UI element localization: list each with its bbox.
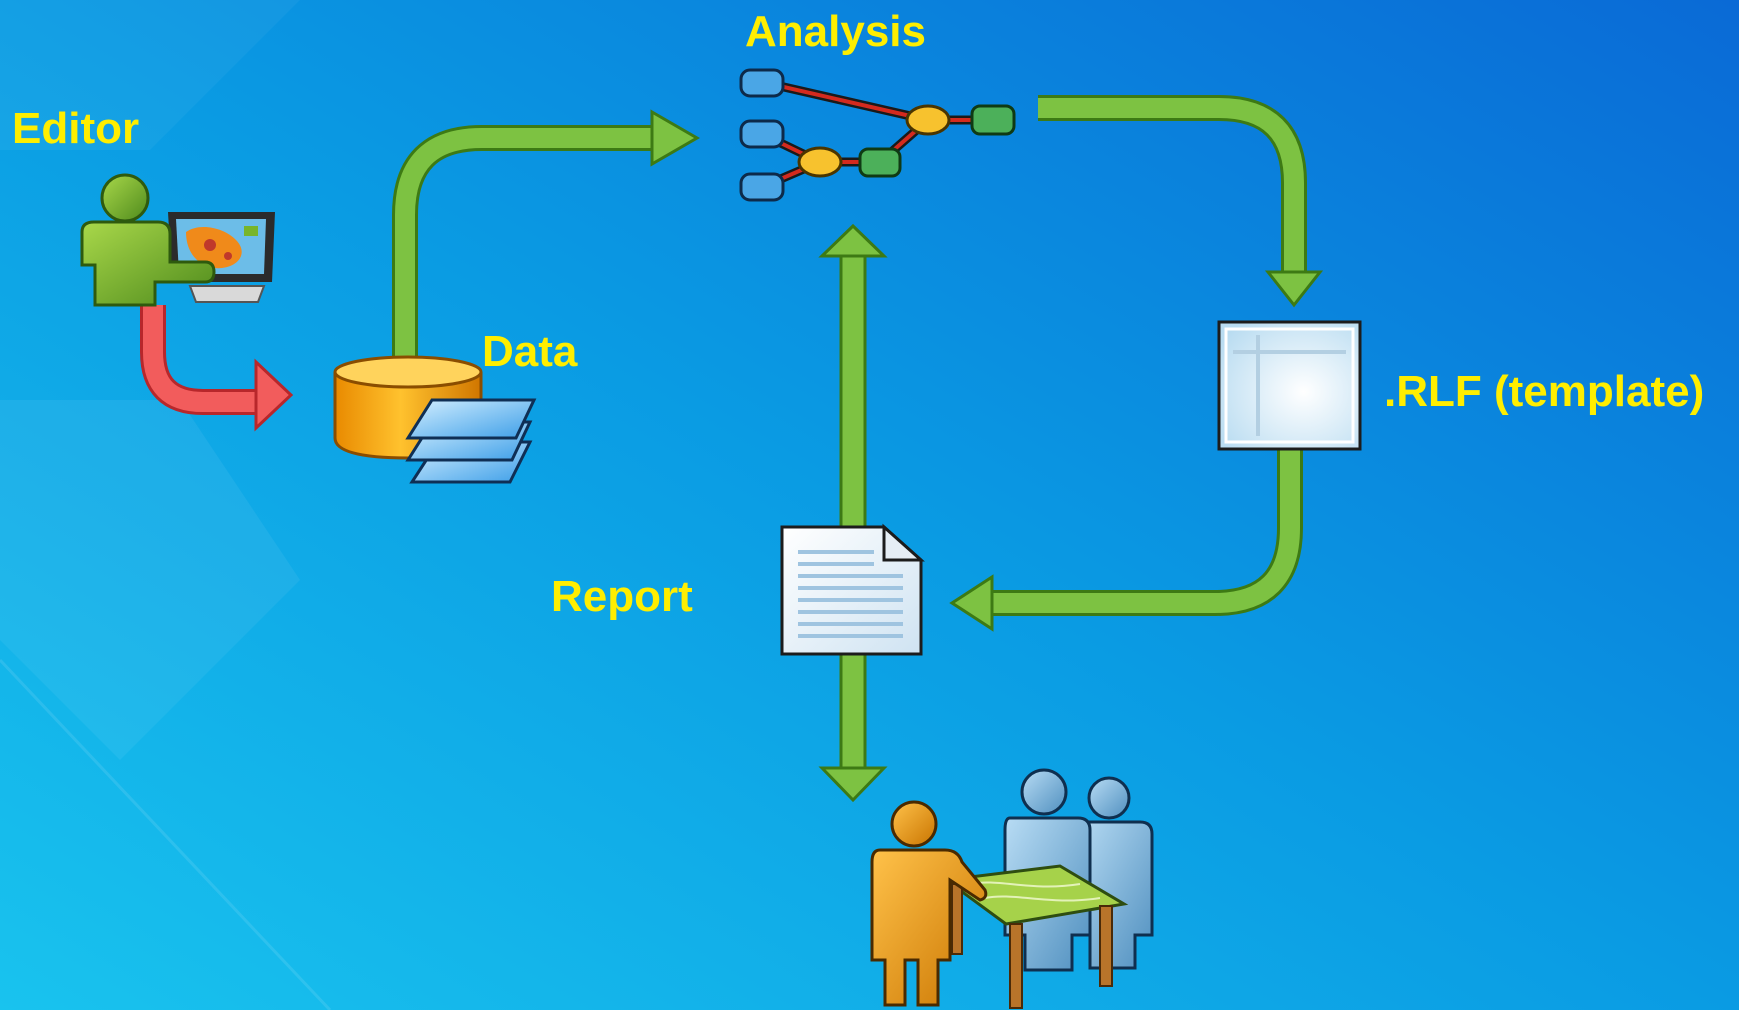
node-label-report: Report (551, 572, 693, 621)
editor-at-computer-icon (80, 173, 275, 307)
analysis-model-icon (739, 68, 1016, 202)
layer-stack (405, 398, 537, 484)
database-layers-icon (333, 355, 537, 484)
flow-arrow-template-to-report (949, 450, 1303, 632)
report-document-icon (780, 523, 925, 656)
node-label-editor: Editor (12, 104, 140, 153)
flow-arrow-editor-to-data (140, 305, 294, 432)
node-label-analysis: Analysis (745, 7, 926, 56)
people-at-table-icon (870, 768, 1154, 1009)
background-decoration (0, 0, 332, 1010)
flow-arrow-data-to-analysis (392, 109, 700, 358)
node-label-data: Data (482, 327, 578, 376)
node-label-template: .RLF (template) (1384, 367, 1705, 416)
template-layout-icon (1217, 320, 1362, 451)
flow-arrow-analysis-to-template (1038, 95, 1324, 308)
